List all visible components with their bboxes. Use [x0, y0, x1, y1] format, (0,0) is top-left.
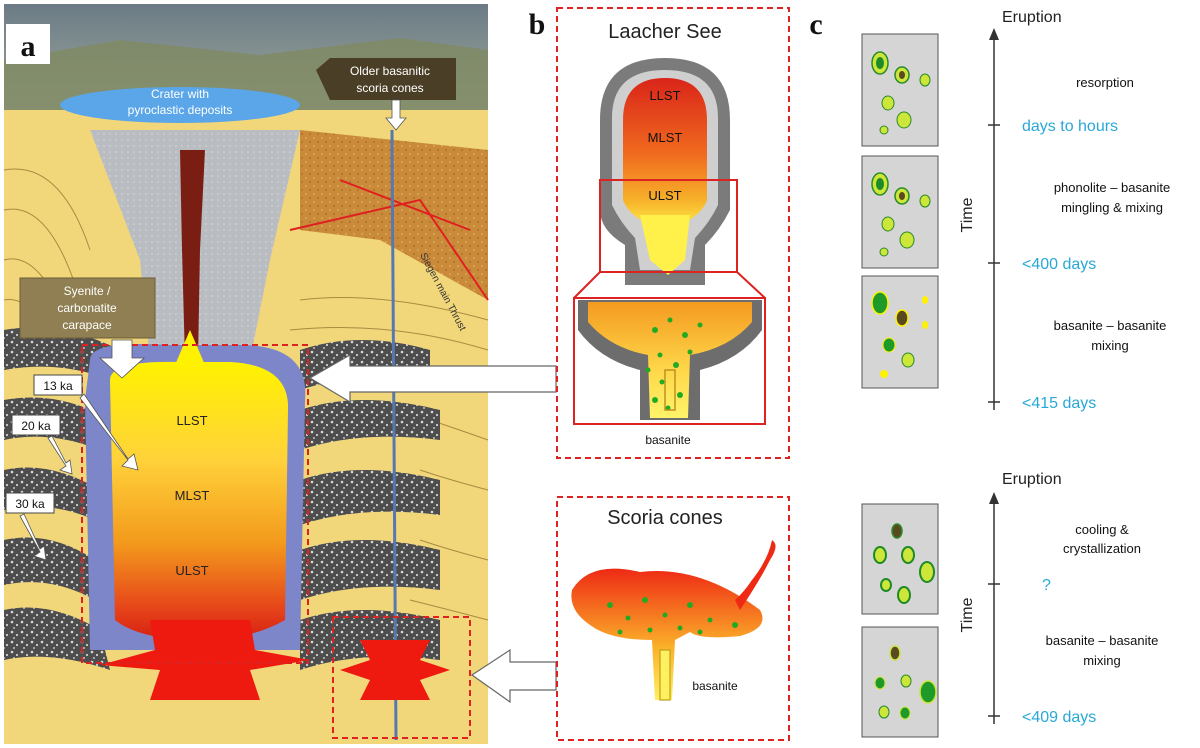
panel-a-label-box [6, 24, 50, 64]
scoria-basanite-label: basanite [692, 679, 738, 693]
cone-dashed-box [332, 616, 471, 739]
thumbnail-top-3 [861, 275, 939, 389]
timeline-bottom-time: Time [959, 597, 976, 632]
age-30-box [5, 492, 55, 514]
process-cooling-line2: crystallization [1063, 541, 1141, 556]
tick-400-days: <400 days [1022, 256, 1096, 273]
process-resorption: resorption [1076, 75, 1134, 90]
chamber-dashed-box [81, 344, 309, 664]
timeline-bottom-eruption: Eruption [1002, 471, 1062, 488]
feeder-conduit [180, 150, 205, 360]
thumbnail-top-2 [861, 155, 939, 269]
crater-label-line2: pyroclastic deposits [128, 103, 233, 117]
cones-callout [316, 58, 456, 100]
scoria-dyke [735, 540, 776, 610]
process-cooling-line1: cooling & [1075, 522, 1129, 537]
timeline-top-eruption: Eruption [1002, 9, 1062, 26]
timeline-top-time: Time [959, 197, 976, 232]
thumbnail-bottom-1 [861, 503, 939, 615]
age-20-arrow [47, 435, 73, 475]
laacher-magma [623, 78, 707, 230]
cones-arrow [385, 99, 407, 131]
zone-llst: LLST [176, 413, 207, 428]
thrust-fault [289, 198, 489, 301]
magma-root [100, 620, 310, 700]
cones-label-line2: scoria cones [356, 81, 423, 95]
panel-c-label: c [809, 8, 822, 41]
zone-mlst: MLST [175, 488, 210, 503]
carapace-label-line3: carapace [62, 318, 112, 332]
laacher-zone-mlst: MLST [648, 130, 683, 145]
thumbnail-top-1 [861, 33, 939, 147]
process-bb-mixing-top-line2: mixing [1091, 338, 1129, 353]
carapace-label-line1: Syenite / [64, 284, 111, 298]
tick-question: ? [1042, 577, 1051, 594]
age-13-box [33, 374, 83, 396]
magma-chamber [110, 361, 289, 640]
panel-b-label: b [529, 8, 546, 41]
laacher-basanite-label: basanite [645, 433, 691, 447]
scoria-cones-title: Scoria cones [607, 507, 723, 529]
laacher-zone-ulst: ULST [648, 188, 681, 203]
panel-a-label: a [21, 30, 36, 63]
scoria-crystals [607, 597, 738, 635]
process-mingling-line2: mingling & mixing [1061, 200, 1163, 215]
age-13-arrow [79, 393, 139, 471]
zoom-source-box [599, 179, 738, 273]
carapace-label-line2: carbonatite [57, 301, 117, 315]
panel-c: c [809, 8, 1170, 738]
cone-conduit [390, 129, 398, 741]
tick-409-days: <409 days [1022, 709, 1096, 726]
process-bb-mixing-top-line1: basanite – basanite [1054, 318, 1167, 333]
age-30: 30 ka [15, 497, 45, 511]
panel-b: b Laacher See LLST MLST ULST basanite Sc… [529, 7, 790, 741]
process-mingling-line1: phonolite – basanite [1054, 180, 1170, 195]
age-20: 20 ka [21, 419, 51, 433]
crater-lake [60, 87, 300, 123]
age-13: 13 ka [43, 379, 73, 393]
age-30-arrow [19, 513, 47, 561]
cone-root [340, 640, 450, 700]
tick-days-to-hours: days to hours [1022, 118, 1118, 135]
laacher-zone-llst: LLST [649, 88, 680, 103]
zoom-magma [588, 302, 752, 418]
thumbnail-bottom-2 [861, 626, 939, 738]
crater-label-line1: Crater with [151, 87, 209, 101]
zoom-crystals [645, 317, 703, 411]
zone-ulst: ULST [175, 563, 208, 578]
scoria-magma [571, 568, 763, 700]
carapace-callout [19, 277, 156, 339]
carapace-arrow [98, 339, 146, 379]
laacher-see-title: Laacher See [608, 21, 721, 43]
process-bb-mixing-bottom-line2: mixing [1083, 653, 1121, 668]
age-20-box [11, 414, 61, 436]
process-bb-mixing-bottom-line1: basanite – basanite [1046, 633, 1159, 648]
panel-a: Crater with pyroclastic deposits LLST ML… [3, 4, 489, 744]
cones-label-line1: Older basanitic [350, 64, 430, 78]
tick-415-days: <415 days [1022, 395, 1096, 412]
